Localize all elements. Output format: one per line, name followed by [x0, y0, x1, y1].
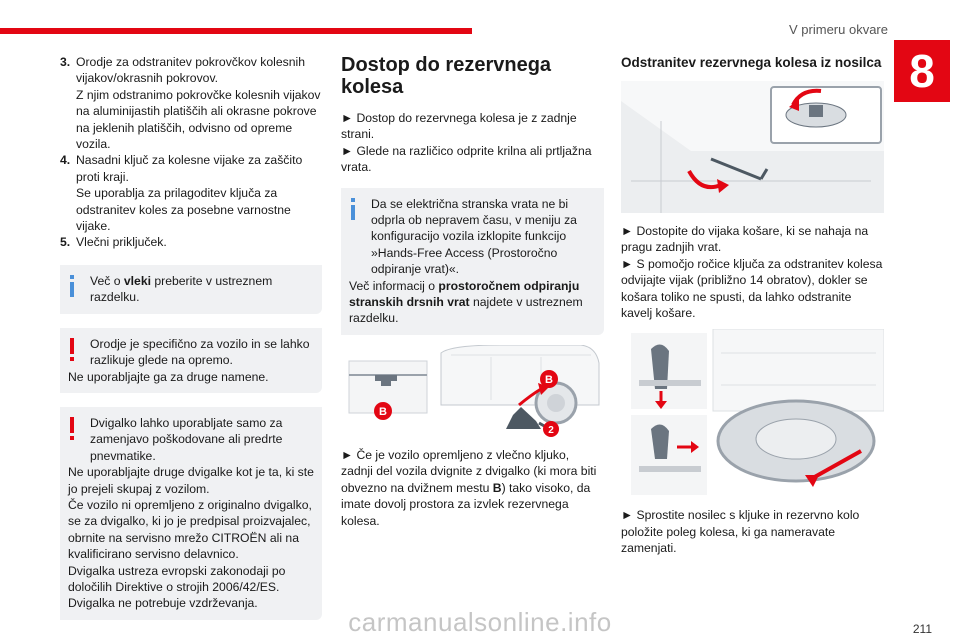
info-icon — [351, 197, 359, 222]
section-title: Dostop do rezervnega kolesa — [341, 54, 552, 98]
steps: ► Dostop do rezervnega kolesa je z zadnj… — [341, 110, 604, 176]
header-red-bar — [0, 28, 472, 34]
chapter-number-badge: 8 — [894, 40, 950, 102]
item-text: Nasadni ključ za kolesne vijake za zašči… — [76, 153, 303, 184]
warning-lines: Ne uporabljajte druge dvigalke kot je ta… — [68, 464, 314, 612]
warning-icon — [70, 337, 78, 362]
step-text: ► Dostop do rezervnega kolesa je z zadnj… — [341, 111, 577, 142]
item-text: Orodje za odstranitev pokrovčkov kolesni… — [76, 55, 305, 86]
chapter-title: V primeru okvare — [789, 22, 888, 37]
numbered-item: 4. Nasadni ključ za kolesne vijake za zaš… — [60, 152, 322, 234]
label-b-2: B — [545, 374, 553, 386]
item-text: Vlečni priključek. — [76, 235, 167, 250]
warning-icon — [70, 416, 78, 441]
spare-wheel-illustration — [621, 328, 885, 499]
step-text: ► Glede na različico odprite krilna ali … — [341, 143, 592, 175]
info-box-sliding-doors: Da se električna stranska vrata ne bi od… — [341, 187, 604, 335]
label-2: 2 — [548, 425, 554, 436]
warning-line: Dvigalka ne potrebuje vzdrževanja. — [68, 596, 258, 611]
item-number: 4. — [60, 153, 71, 168]
item-text: Z njim odstranimo pokrovčke kolesnih vij… — [76, 87, 321, 152]
step-text: ► S pomočjo ročice ključa za odstranitev… — [621, 256, 883, 321]
steps: ► Dostopite do vijaka košare, ki se naha… — [621, 223, 884, 321]
final-instruction: ► Sprostite nosilec s kljuke in rezervno… — [621, 508, 860, 556]
warning-text-1: Orodje je specifično za vozilo in se lah… — [90, 336, 310, 368]
warning-box-jack: Dvigalko lahko uporabljate samo za zamen… — [60, 406, 322, 620]
numbered-item: 3. Orodje za odstranitev pokrovčkov koles… — [60, 54, 322, 152]
numbered-list: 3. Orodje za odstranitev pokrovčkov koles… — [60, 54, 322, 251]
column-1: 3. Orodje za odstranitev pokrovčkov koles… — [60, 54, 322, 620]
label-b-marker — [374, 401, 392, 420]
numbered-item: 5. Vlečni priključek. — [60, 234, 322, 250]
warning-box-tools: Orodje je specifično za vozilo in se lah… — [60, 327, 322, 393]
warning-line: Če vozilo ni opremljeno z originalno dvi… — [68, 497, 312, 562]
page-number: 211 — [912, 622, 932, 636]
warning-line: Ne uporabljajte druge dvigalke kot je ta… — [68, 465, 314, 496]
jack-illustration: B B 2 — [341, 344, 604, 437]
column-2: Dostop do rezervnega kolesa ► Dostop do … — [341, 54, 604, 529]
step-text: ► Dostopite do vijaka košare, ki se naha… — [621, 224, 869, 255]
item-text: Se uporablja za prilagoditev ključa za o… — [76, 186, 291, 234]
warning-text-1: Dvigalko lahko uporabljate samo za zamen… — [90, 415, 283, 463]
info-box-towing: Več o vleki preberite v ustreznem razdel… — [60, 264, 322, 314]
column-3: Odstranitev rezervnega kolesa iz nosilca… — [621, 54, 885, 557]
info-text-2: Več informacij o prostoročnem odpiranju … — [349, 278, 583, 326]
basket-bolt-illustration — [621, 81, 884, 213]
warning-text-2: Ne uporabljajte ga za druge namene. — [68, 369, 269, 384]
section-subtitle: Odstranitev rezervnega kolesa iz nosilca — [621, 55, 882, 70]
item-number: 3. — [60, 55, 71, 69]
info-text: Več o vleki preberite v ustreznem razdel… — [90, 273, 273, 305]
jack-instruction: ► Če je vozilo opremljeno z vlečno kljuk… — [341, 447, 597, 528]
label-b-1: B — [379, 406, 387, 418]
info-icon — [70, 274, 78, 299]
item-number: 5. — [60, 235, 71, 250]
watermark: carmanualsonline.info — [348, 607, 612, 637]
warning-line: Dvigalka ustreza evropski zakonodaji po … — [68, 563, 286, 594]
info-text-1: Da se električna stranska vrata ne bi od… — [371, 196, 577, 277]
